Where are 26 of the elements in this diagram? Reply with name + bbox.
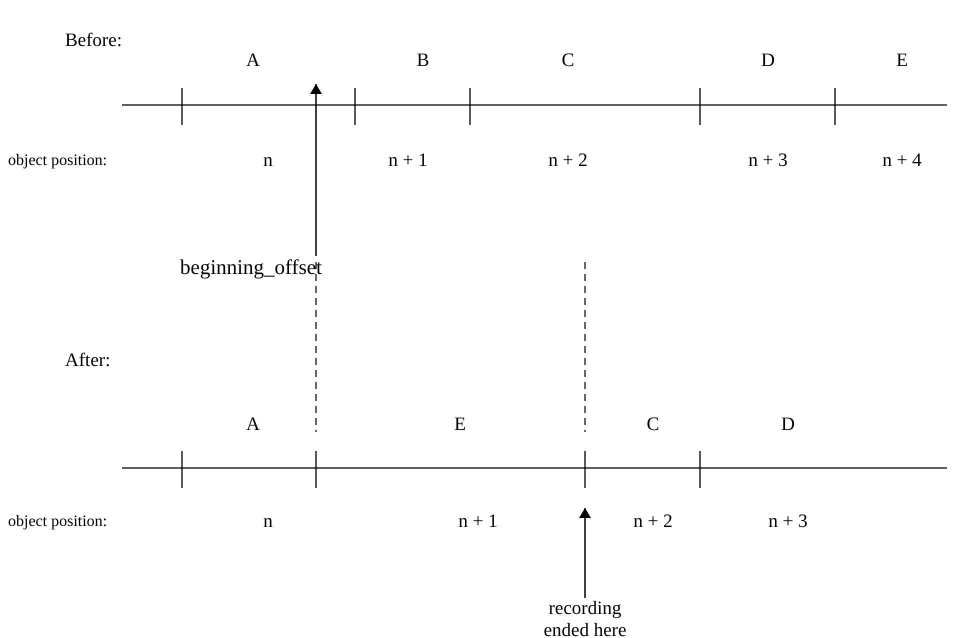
position-value: n bbox=[263, 511, 273, 533]
position-value: n + 1 bbox=[458, 511, 498, 533]
heading: Before: bbox=[65, 30, 122, 52]
column-letter: D bbox=[781, 414, 795, 436]
callout-text: recording ended here bbox=[530, 598, 640, 638]
row-label: object position: bbox=[8, 151, 108, 171]
column-letter: C bbox=[646, 414, 660, 436]
column-letter: B bbox=[416, 50, 430, 72]
callout-text: beginning_offset bbox=[180, 256, 322, 278]
position-value: n + 1 bbox=[388, 150, 428, 172]
pointer-arrow bbox=[579, 508, 591, 598]
row-label: object position: bbox=[8, 512, 108, 532]
column-letter: C bbox=[562, 50, 574, 72]
column-letter: A bbox=[246, 50, 260, 72]
column-letter: A bbox=[246, 414, 260, 436]
heading: After: bbox=[65, 350, 110, 372]
column-letter: D bbox=[761, 50, 775, 72]
position-value: n + 3 bbox=[768, 511, 808, 533]
column-letter: E bbox=[454, 414, 466, 436]
position-value: n + 3 bbox=[748, 150, 788, 172]
position-value: n + 2 bbox=[633, 511, 673, 533]
position-value: n bbox=[263, 150, 273, 172]
position-value: n + 4 bbox=[882, 150, 922, 172]
pointer-arrow bbox=[310, 84, 322, 256]
position-value: n + 2 bbox=[548, 150, 588, 172]
column-letter: E bbox=[896, 50, 908, 72]
